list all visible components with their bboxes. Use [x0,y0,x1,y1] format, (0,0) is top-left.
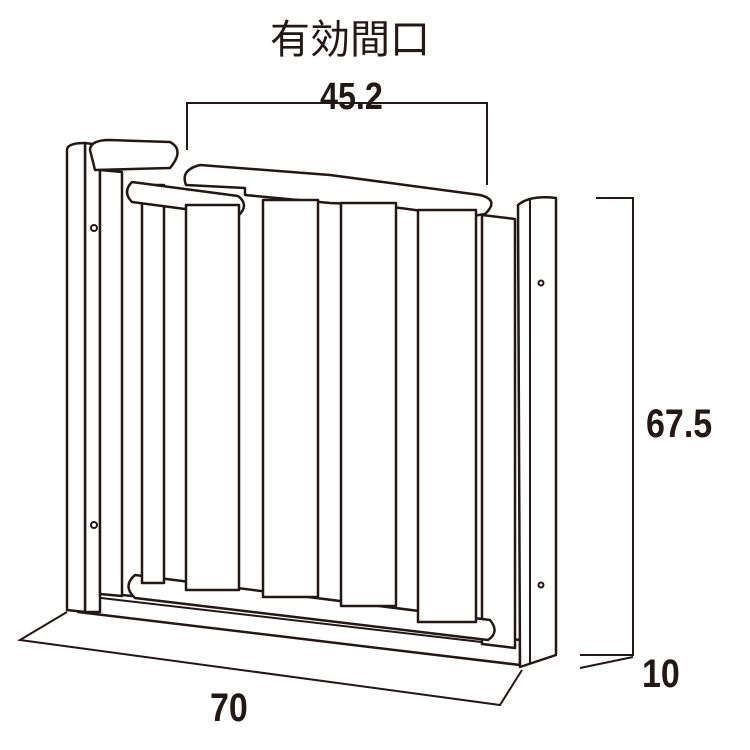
right-post [516,196,558,669]
opening-width-title: 有効間口 [270,18,430,62]
top-rail [88,138,179,172]
depth-dimension-line [579,656,634,669]
height-value: 67.5 [646,402,713,446]
depth-value: 10 [642,652,680,696]
opening-width-value: 45.2 [320,76,383,118]
opening-width-dimension-line [186,102,488,185]
height-dimension-line [580,197,634,656]
width-dimension-line [17,611,523,707]
left-post [83,141,102,614]
width-value: 70 [210,686,248,730]
